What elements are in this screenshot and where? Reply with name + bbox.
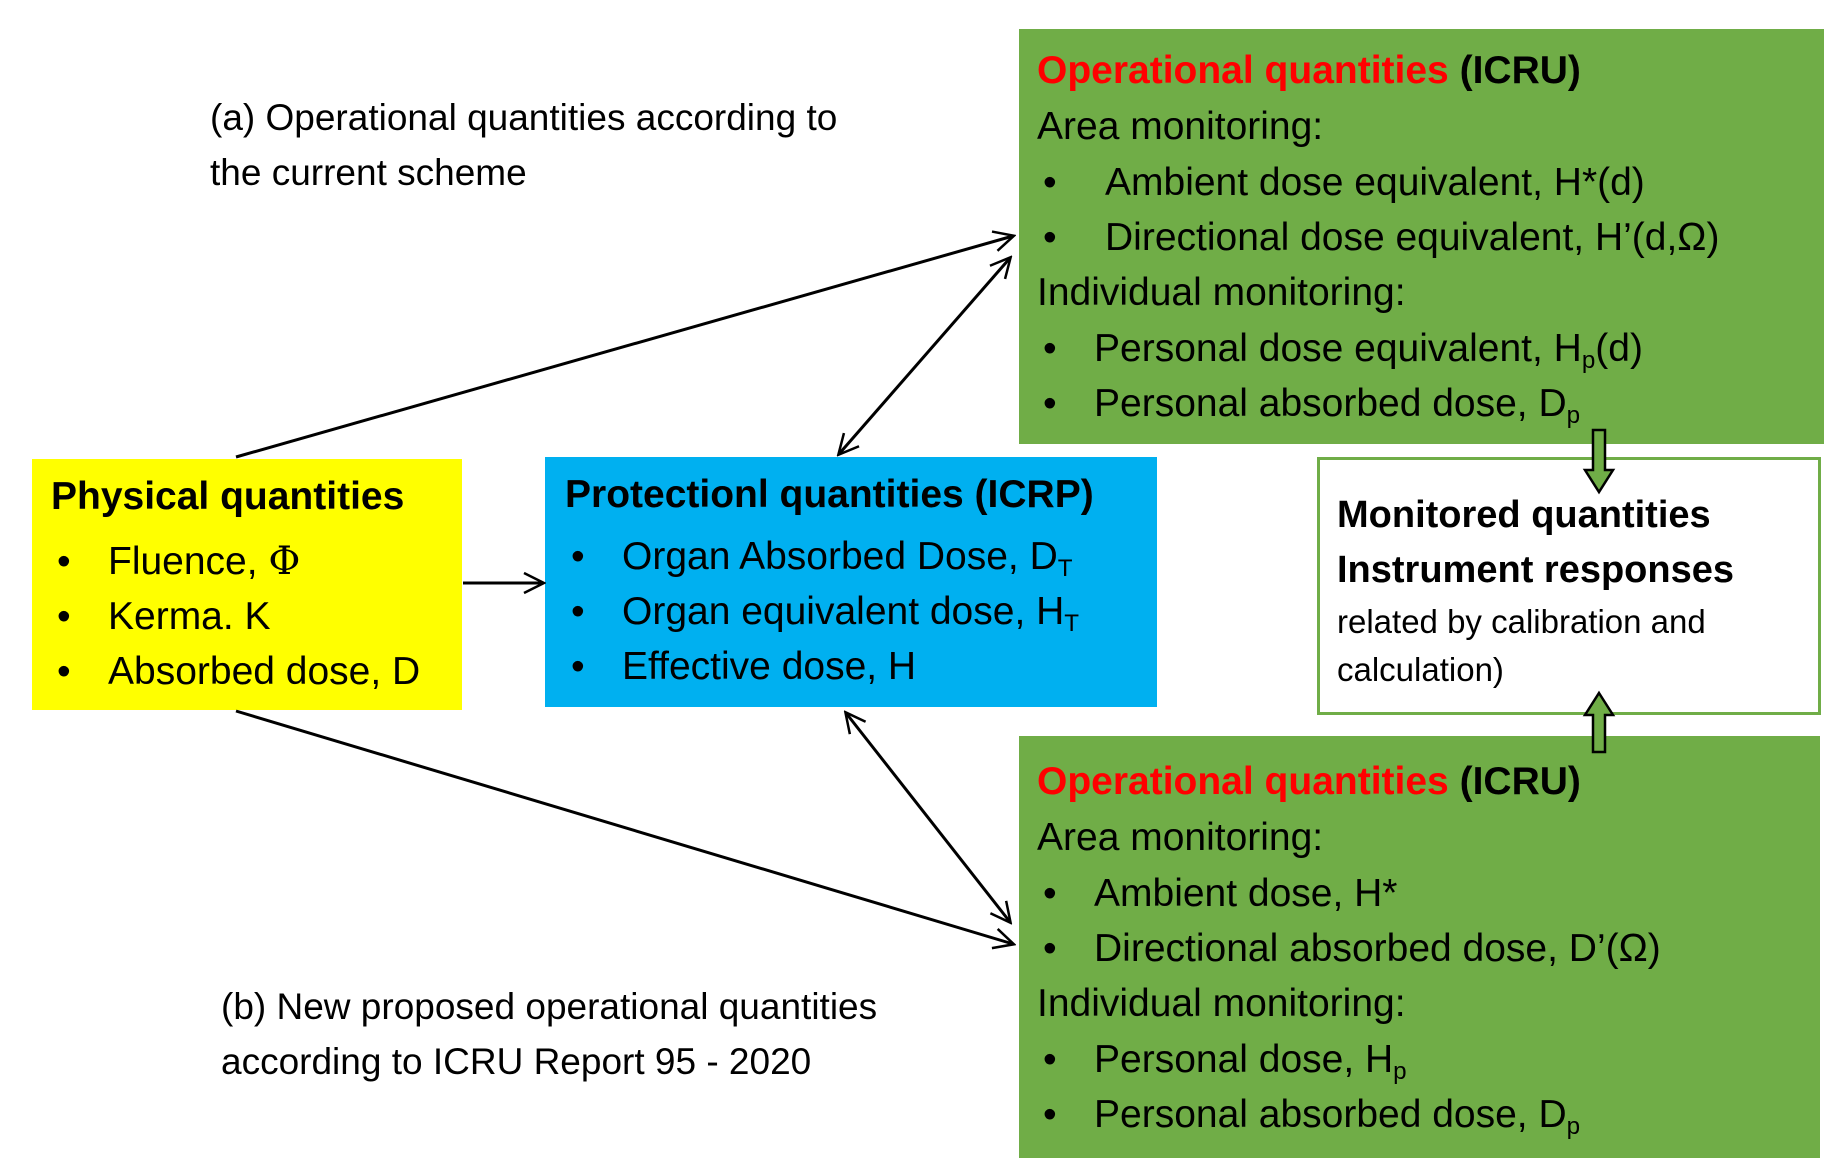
bullet-icon — [57, 589, 71, 644]
operational-quantities-proposed-box: Operational quantities (ICRU) Area monit… — [1019, 736, 1820, 1158]
bullet-icon — [57, 534, 71, 589]
operational-quantities-current-box: Operational quantities (ICRU) Area monit… — [1019, 29, 1824, 444]
physical-quantities-box: Physical quantities Fluence, Φ Kerma. K … — [32, 459, 462, 710]
item-text: Absorbed dose, D — [108, 650, 421, 693]
item-text: Ambient dose, H* — [1094, 872, 1398, 915]
item-text: Fluence, — [108, 540, 269, 583]
item-text: Kerma. K — [108, 595, 271, 638]
area-monitoring-heading: Area monitoring: — [1037, 105, 1324, 148]
individual-monitoring-heading: Individual monitoring: — [1037, 982, 1406, 1025]
list-item: Ambient dose equivalent, H*(d) — [1037, 155, 1824, 210]
item-text-after: (d) — [1595, 327, 1643, 370]
bullet-icon — [1043, 155, 1057, 210]
item-text: Organ equivalent dose, H — [622, 590, 1065, 633]
list-item: Directional dose equivalent, H’(d,Ω) — [1037, 210, 1824, 265]
item-text: Personal absorbed dose, D — [1094, 382, 1567, 425]
item-subscript: p — [1566, 401, 1581, 429]
item-text: Effective dose, H — [622, 645, 917, 688]
list-item: Personal dose equivalent, Hp(d) — [1037, 321, 1824, 376]
caption-proposed-line-2: according to ICRU Report 95 - 2020 — [221, 1041, 812, 1082]
caption-current-scheme: (a) Operational quantities according to … — [210, 90, 837, 200]
bullet-icon — [571, 529, 585, 584]
caption-proposed-scheme: (b) New proposed operational quantities … — [221, 979, 877, 1089]
list-item: Effective dose, H — [565, 639, 1157, 694]
item-text: Directional absorbed dose, D’(Ω) — [1094, 927, 1661, 970]
protection-quantities-box: Protectionl quantities (ICRP) Organ Abso… — [545, 457, 1157, 707]
list-item: Kerma. K — [51, 589, 462, 644]
instrument-responses-label: Instrument responses — [1337, 549, 1734, 591]
bullet-icon — [1043, 376, 1057, 431]
physical-quantities-title: Physical quantities — [51, 475, 405, 518]
bullet-icon — [1043, 866, 1057, 921]
item-text: Personal dose equivalent, H — [1094, 327, 1582, 370]
monitored-quantities-label: Monitored quantities — [1337, 494, 1711, 536]
monitored-note-line-2: calculation) — [1337, 651, 1504, 688]
item-text: Personal dose, H — [1094, 1038, 1394, 1081]
item-subscript: p — [1581, 346, 1596, 374]
bullet-icon — [571, 584, 585, 639]
operational-title-rest: (ICRU) — [1459, 760, 1581, 803]
operational-proposed-title: Operational quantities (ICRU) — [1037, 754, 1820, 810]
item-subscript: p — [1566, 1112, 1581, 1140]
operational-title-highlight: Operational quantities — [1037, 49, 1449, 92]
list-item: Directional absorbed dose, D’(Ω) — [1037, 921, 1820, 976]
monitored-quantities-box: Monitored quantities Instrument response… — [1317, 457, 1821, 715]
arrow-physical-to-operational-current — [235, 236, 1013, 459]
operational-current-title: Operational quantities (ICRU) — [1037, 43, 1824, 99]
individual-monitoring-heading: Individual monitoring: — [1037, 271, 1406, 314]
operational-title-highlight: Operational quantities — [1037, 760, 1449, 803]
bullet-icon — [1043, 1087, 1057, 1142]
list-item: Personal absorbed dose, Dp — [1037, 1087, 1820, 1142]
caption-current-line-1: (a) Operational quantities according to — [210, 97, 838, 138]
area-monitoring-heading: Area monitoring: — [1037, 816, 1324, 859]
list-item: Personal dose, Hp — [1037, 1032, 1820, 1087]
operational-title-rest: (ICRU) — [1459, 49, 1581, 92]
list-item: Ambient dose, H* — [1037, 866, 1820, 921]
bullet-icon — [1043, 1032, 1057, 1087]
monitored-note-line-1: related by calibration and — [1337, 603, 1706, 640]
item-text: Directional dose equivalent, H’(d,Ω) — [1105, 216, 1720, 259]
item-text: Personal absorbed dose, D — [1094, 1093, 1567, 1136]
bullet-icon — [57, 644, 71, 699]
arrow-protection-operational-current — [839, 258, 1010, 454]
bullet-icon — [1043, 921, 1057, 976]
caption-proposed-line-1: (b) New proposed operational quantities — [221, 986, 878, 1027]
item-subscript: p — [1393, 1057, 1407, 1085]
list-item: Organ equivalent dose, HT — [565, 584, 1157, 639]
arrow-physical-to-operational-proposed — [235, 709, 1013, 944]
item-text: Organ Absorbed Dose, D — [622, 535, 1058, 578]
item-symbol: Φ — [268, 539, 301, 584]
caption-current-line-2: the current scheme — [210, 152, 527, 193]
list-item: Absorbed dose, D — [51, 644, 462, 699]
bullet-icon — [571, 639, 585, 694]
protection-quantities-title: Protectionl quantities (ICRP) — [565, 473, 1094, 516]
bullet-icon — [1043, 321, 1057, 376]
bullet-icon — [1043, 210, 1057, 265]
list-item: Personal absorbed dose, Dp — [1037, 376, 1824, 431]
list-item: Organ Absorbed Dose, DT — [565, 529, 1157, 584]
item-subscript: T — [1057, 554, 1073, 582]
list-item: Fluence, Φ — [51, 534, 462, 589]
item-text: Ambient dose equivalent, H*(d) — [1105, 161, 1645, 204]
item-subscript: T — [1064, 609, 1080, 637]
arrow-protection-operational-proposed — [846, 713, 1010, 922]
